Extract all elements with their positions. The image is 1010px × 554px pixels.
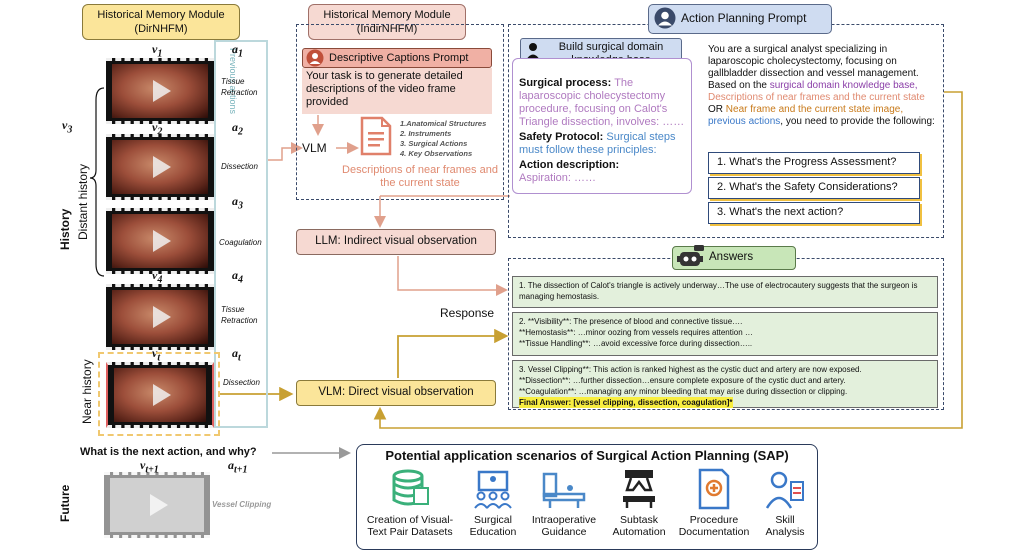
action-symbol-at: at [232,346,241,364]
app-automation: Subtask Automation [604,468,674,538]
history-label: History [58,208,72,250]
doc-list-item: 4. Key Observations [400,149,473,158]
doc-list: 1.Anatomical Structures 2. Instruments 3… [400,119,486,159]
app-documentation: Procedure Documentation [672,468,756,538]
play-icon [153,156,171,178]
play-icon [153,80,171,102]
distant-history-brace [89,87,105,277]
near-history-highlight [98,352,220,436]
applications-box: Potential application scenarios of Surgi… [356,444,818,550]
user-icon [306,49,324,67]
doc-list-item: 1.Anatomical Structures [400,119,487,128]
kb-protocol-label: Safety Protocol: [519,131,604,143]
action-label-2: Dissection [221,162,258,171]
app-datasets: Creation of Visual-Text Pair Datasets [360,468,460,538]
frame-symbol-vt1: vt+1 [140,458,159,476]
planning-prompt-text: You are a surgical analyst specializing … [708,44,935,127]
user-icon [654,7,676,29]
action-label-3: Coagulation [219,238,262,247]
kb-reference: surgical domain knowledge base, [769,80,918,91]
captions-prompt-title: Descriptive Captions Prompt [302,48,492,68]
video-frame-future[interactable] [104,472,210,538]
action-symbol-a4: a4 [232,268,243,286]
kb-protocol-text: Surgical steps must follow these princip… [519,131,676,156]
indirnhfm-title: Historical Memory Module [323,9,451,21]
question-next-action: 3. What's the next action? [708,202,920,224]
near-history-label: Near history [80,359,94,424]
action-symbol-a3: a3 [232,194,243,212]
documentation-icon [698,468,730,510]
captions-prompt-text: Your task is to generate detailed descri… [302,68,492,114]
frame-symbol-v3: v3 [62,118,73,136]
action-label-t: Dissection [223,378,260,387]
action-label-4: Tissue Retraction [221,305,258,325]
action-symbol-at1: at+1 [228,458,248,476]
kb-process-label: Surgical process: [519,77,612,89]
frame-symbol-v2: v2 [152,120,163,138]
robot-arm-icon [623,470,655,508]
play-icon [153,384,171,406]
future-action-label: Vessel Clipping [212,500,272,509]
question-progress: 1. What's the Progress Assessment? [708,152,920,174]
indirnhfm-title-box: Historical Memory Module (IndirNHFM) [308,4,466,40]
education-icon [474,470,512,509]
previous-actions-column [214,40,268,428]
doc-list-item: 3. Surgical Actions [400,139,468,148]
kb-content-box: Surgical process: The laparoscopic chole… [512,58,692,194]
future-label: Future [58,484,72,522]
kb-process-text: The laparoscopic cholecystectomy procedu… [519,77,685,128]
arrow-history-to-vlm [268,142,303,161]
frame-symbol-v1: v1 [152,42,163,60]
dirnhfm-subtitle: (DirNHFM) [134,23,188,35]
vlm-label: VLM [302,141,327,155]
video-frame-1[interactable] [106,58,214,124]
kb-action-label: Action description: [519,159,620,171]
response-label: Response [440,306,495,320]
frame-symbol-v4: v4 [152,268,163,286]
video-frame-4[interactable] [106,284,214,350]
vlm-direct-box: VLM: Direct visual observation [296,380,496,406]
app-guidance: Intraoperative Guidance [526,468,602,538]
indirnhfm-region [296,24,504,200]
arrow-planning-loop [373,91,963,429]
future-question: What is the next action, and why? [80,446,257,458]
indirnhfm-subtitle: (IndirNHFM) [356,23,418,35]
distant-history-label: Distant history [76,163,90,240]
action-symbol-a2: a2 [232,120,243,138]
dirnhfm-title-box: Historical Memory Module (DirNHFM) [82,4,240,40]
dirnhfm-title: Historical Memory Module [97,9,225,21]
near-desc-label: Descriptions of near frames and the curr… [342,164,498,189]
final-answer: Final Answer: [vessel clipping, dissecti… [519,397,733,408]
action-symbol-a1: a1 [232,42,243,60]
arrow-vlm-to-answers [397,328,509,378]
video-frame-2[interactable] [106,134,214,200]
question-safety: 2. What's the Safety Considerations? [708,177,920,199]
prev-actions-reference: previous actions [708,116,781,127]
robot-icon [677,245,704,266]
llm-indirect-box: LLM: Indirect visual observation [296,229,496,255]
planning-title-box: Action Planning Prompt [648,4,832,34]
desc-reference: Descriptions of near frames and the curr… [708,92,925,103]
play-icon [153,230,171,252]
app-education: Surgical Education [462,468,524,538]
applications-title: Potential application scenarios of Surgi… [385,448,789,463]
action-label-1: Tissue Retraction [221,77,258,97]
video-frame-3[interactable] [106,208,214,274]
guidance-icon [542,472,586,508]
answer-safety: 2. **Visibility**: The presence of blood… [512,312,938,356]
database-icon [392,469,429,506]
skill-analysis-icon [765,471,804,509]
kb-action-text: Aspiration: …… [519,172,597,184]
answer-next-action: 3. Vessel Clipping**: This action is ran… [512,360,938,408]
document-icon [360,116,392,156]
video-frame-current[interactable] [106,362,214,428]
arrow-llm-to-answers [397,256,508,296]
play-icon [150,494,168,516]
answer-progress: 1. The dissection of Calot's triangle is… [512,276,938,308]
play-icon [153,306,171,328]
app-skill: Skill Analysis [756,468,814,538]
doc-list-item: 2. Instruments [400,129,452,138]
image-reference: Near frame and the current state image, [725,104,904,115]
